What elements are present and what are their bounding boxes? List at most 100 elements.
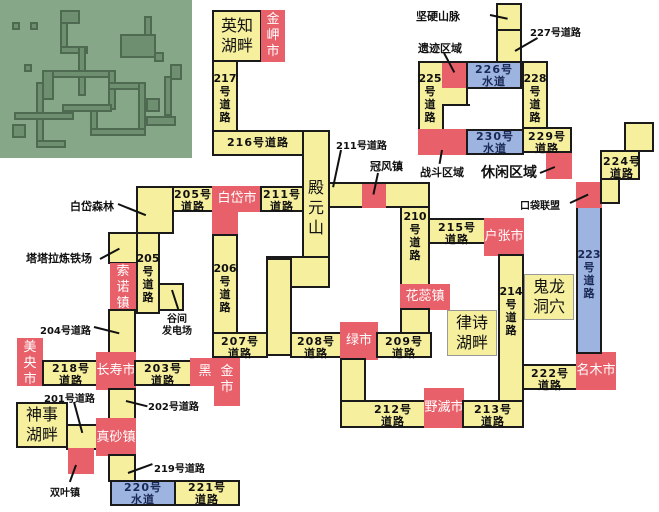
city-huarui[interactable]: [400, 284, 450, 310]
route-230-label: 230号 水道: [476, 130, 514, 155]
city-huzhang[interactable]: [484, 218, 524, 256]
minimap-cell: [30, 22, 38, 30]
route-228[interactable]: [522, 61, 548, 129]
area-battle-zone[interactable]: [418, 129, 468, 155]
callout-route-201: 201号道路: [44, 394, 95, 405]
minimap-cell: [12, 124, 26, 138]
route-210-label: 210 号 道 路: [403, 210, 427, 262]
minimap-cell: [164, 76, 172, 116]
minimap-cell: [60, 46, 88, 54]
route-213[interactable]: [462, 400, 524, 428]
route-210[interactable]: [400, 206, 430, 286]
city-mingmu[interactable]: [576, 352, 616, 390]
minimap-cell: [14, 112, 74, 120]
route-224-north: [624, 122, 654, 152]
city-yedian[interactable]: [424, 388, 464, 428]
callout-stark-mountain: 坚硬山脉: [416, 10, 460, 23]
route-224-south: [600, 178, 620, 204]
city-heijin-label-b: 金 市: [220, 364, 234, 395]
callout-route-204: 204号道路: [40, 326, 91, 337]
minimap-cell: [12, 22, 20, 30]
city-zhensha[interactable]: [96, 418, 136, 456]
area-yingzhi-lake-label: 英知 湖畔: [220, 16, 253, 55]
route-209[interactable]: [376, 332, 432, 358]
route-229[interactable]: [522, 127, 572, 153]
route-217-label: 217 号 道 路: [213, 72, 237, 124]
route-212-label: 212号 道路: [374, 403, 412, 428]
route-230[interactable]: [466, 129, 524, 155]
route-226[interactable]: [466, 61, 522, 89]
route-211-west[interactable]: [260, 186, 304, 212]
city-baidai-south: [212, 210, 238, 236]
route-216[interactable]: [212, 130, 304, 156]
area-shenshi-lake[interactable]: [16, 402, 68, 448]
route-226-label: 226号 水道: [475, 63, 513, 88]
area-lvshi-lake[interactable]: [447, 310, 497, 356]
route-223[interactable]: [576, 206, 602, 354]
route-214[interactable]: [498, 254, 524, 428]
route-208-label: 208号 道路: [297, 335, 335, 360]
route-212[interactable]: [340, 400, 426, 428]
route-207[interactable]: [212, 332, 268, 358]
minimap-cell: [170, 64, 182, 80]
callout-pokemon-league: 口袋联盟: [520, 201, 560, 212]
city-huarui-label: 花蕊镇: [405, 289, 445, 304]
city-heijin[interactable]: [214, 358, 240, 406]
callout-route-219: 219号道路: [154, 464, 205, 475]
minimap-cell: [138, 82, 146, 132]
area-baidai-forest[interactable]: [136, 186, 174, 234]
route-206[interactable]: [212, 234, 238, 334]
route-205-south[interactable]: [136, 232, 160, 314]
route-229-label: 229号 道路: [528, 130, 566, 155]
city-changshou[interactable]: [96, 352, 136, 390]
city-baidai[interactable]: [212, 186, 262, 212]
city-heijin-label-a: 黑: [198, 364, 212, 379]
city-suonuo[interactable]: [110, 263, 136, 309]
route-201[interactable]: [66, 424, 100, 450]
route-224[interactable]: [600, 150, 640, 180]
pokemon-league[interactable]: [576, 182, 602, 208]
area-valley-windworks[interactable]: [158, 283, 184, 311]
route-224-label: 224号 道路: [603, 155, 641, 180]
route-209-label: 209号 道路: [385, 335, 423, 360]
route-220[interactable]: [110, 480, 176, 506]
minimap-cell: [36, 140, 66, 148]
callout-baidai-forest: 白岱森林: [70, 200, 114, 213]
minimap-cell: [24, 64, 32, 72]
route-222[interactable]: [522, 364, 578, 390]
route-214-label: 214 号 道 路: [499, 285, 523, 337]
area-resort[interactable]: [546, 153, 572, 179]
route-205-north-label: 205号 道路: [174, 188, 212, 213]
area-ruins[interactable]: [442, 63, 466, 88]
route-206-label: 206 号 道 路: [213, 262, 237, 314]
route-221[interactable]: [174, 480, 240, 506]
city-jinjia-label: 金 岬 市: [266, 12, 280, 59]
city-meiyang[interactable]: [17, 338, 43, 386]
city-changshou-label: 长寿市: [96, 363, 136, 378]
callout-battle-zone: 战斗区域: [420, 166, 464, 179]
mountain-gap: [290, 286, 330, 336]
city-huzhang-label: 户张市: [484, 229, 524, 244]
route-211-west-label: 211号 道路: [263, 188, 301, 213]
callout-guanfeng: 冠风镇: [370, 160, 403, 173]
callout-shuangye: 双叶镇: [50, 488, 80, 499]
minimap-cell: [62, 104, 112, 112]
route-203-label: 203号 道路: [144, 362, 182, 387]
route-223-label: 223 号 道 路: [577, 248, 601, 300]
area-lvshi-lake-label: 律诗 湖畔: [455, 313, 488, 352]
route-219[interactable]: [108, 454, 136, 482]
city-jinjia[interactable]: [261, 10, 285, 62]
minimap[interactable]: [0, 0, 192, 158]
city-lvshi-label: 绿市: [345, 333, 372, 348]
route-207-label: 207号 道路: [221, 335, 259, 360]
minimap-cell: [60, 10, 80, 24]
city-zhensha-label: 真砂镇: [96, 430, 136, 445]
area-dianyuan-label: 殿 元 山: [307, 178, 324, 237]
route-227[interactable]: [496, 29, 522, 63]
city-lvshi[interactable]: [340, 322, 378, 360]
route-215-label: 215号 道路: [438, 221, 476, 246]
area-guilong-cave[interactable]: [524, 274, 574, 320]
area-tatara-ironworks[interactable]: [108, 232, 138, 264]
route-215[interactable]: [428, 218, 486, 244]
area-shenshi-label: 神事 湖畔: [25, 405, 58, 444]
